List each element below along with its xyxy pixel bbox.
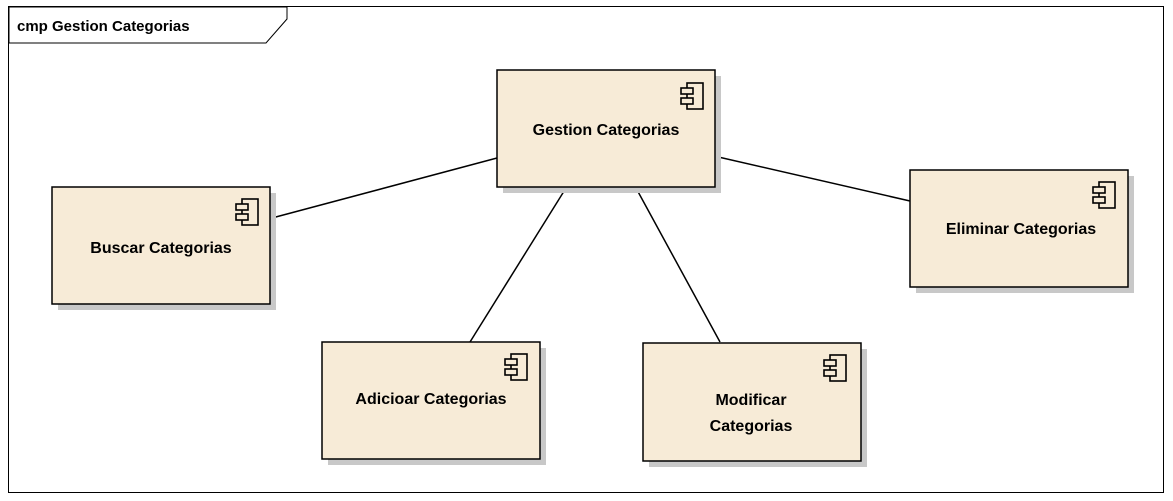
component-box [321,341,541,460]
component-buscar-categorias[interactable]: Buscar Categorias [51,186,276,310]
diagram-frame [8,6,1164,493]
connector-gestion-adicionar [469,187,567,343]
connector-gestion-modificar [635,187,721,343]
frame-title-tab: cmp Gestion Categorias [8,6,288,44]
component-adicioar-categorias[interactable]: Adicioar Categorias [321,341,546,465]
frame-title: cmp Gestion Categorias [17,18,190,35]
component-gestion-categorias[interactable]: Gestion Categorias [496,69,721,193]
component-box [51,186,271,305]
component-label: Adicioar Categorias [355,391,506,408]
component-box [496,69,716,188]
connector-gestion-buscar [271,157,498,219]
component-label-line1: Modificar [715,392,786,409]
component-box [909,169,1129,288]
component-label: Buscar Categorias [90,240,231,257]
component-label-line2: Categorias [710,418,793,435]
component-label: Gestion Categorias [533,122,680,139]
component-modificar-categorias[interactable]: Modificar Categorias [642,342,867,467]
component-label: Eliminar Categorias [946,221,1096,238]
component-eliminar-categorias[interactable]: Eliminar Categorias [909,169,1134,293]
connectors [271,155,911,343]
connector-gestion-eliminar [713,155,911,202]
